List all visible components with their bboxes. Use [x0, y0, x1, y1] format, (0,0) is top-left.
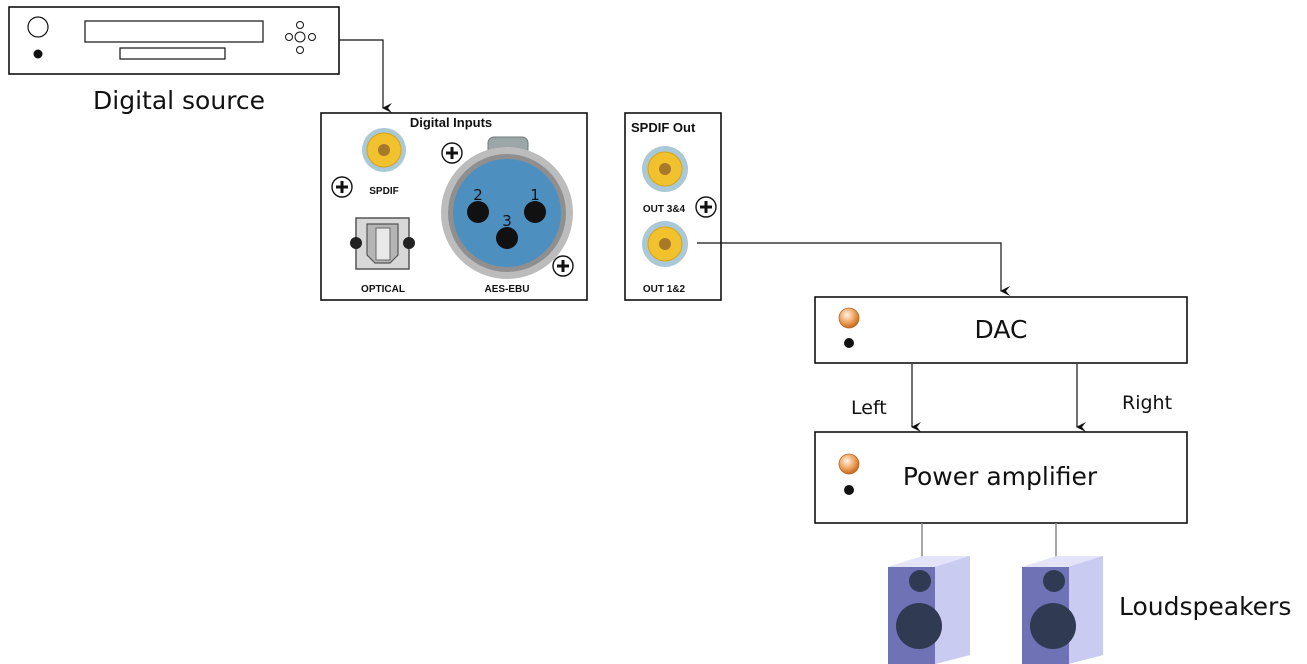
amplifier-label: Power amplifier: [903, 462, 1098, 491]
screw-icon: [552, 255, 574, 277]
power-amplifier-device: Power amplifier: [814, 431, 1188, 524]
left-channel-label: Left: [851, 397, 887, 419]
out-3-4-rca-connector: [642, 146, 688, 192]
out-1-2-label: OUT 1&2: [643, 284, 686, 295]
source-to-inputs-arrow: [339, 39, 392, 113]
dac-indicator-icon: [844, 338, 854, 348]
amplifier-indicator-icon: [844, 485, 854, 495]
inputs-panel-title: Digital Inputs: [410, 115, 492, 130]
spdif-label: SPDIF: [369, 186, 398, 197]
dac-chassis: [814, 296, 1188, 364]
xlr-pin-3-label: 3: [502, 212, 512, 230]
out-1-2-rca-connector: [642, 221, 688, 267]
spdif-out-title: SPDIF Out: [631, 120, 696, 135]
spdif-out-to-dac-arrow: [697, 242, 1010, 296]
disc-slot: [119, 47, 226, 60]
optical-label: OPTICAL: [361, 284, 405, 295]
optical-toslink-connector: [350, 217, 415, 270]
xlr-pin-1-label: 1: [530, 186, 540, 204]
indicator-dot-icon: [33, 49, 43, 59]
screw-icon: [331, 176, 353, 198]
screw-icon: [441, 142, 463, 164]
navigation-buttons-icon: [285, 21, 316, 54]
out-3-4-label: OUT 3&4: [643, 204, 686, 215]
right-speaker-icon: [1022, 556, 1103, 664]
amplifier-led-icon: [838, 453, 860, 475]
aes-ebu-xlr-connector: 2 1 3: [441, 136, 573, 279]
dac-led-icon: [838, 307, 860, 329]
screw-icon: [695, 196, 717, 218]
spdif-out-panel: SPDIF Out OUT 3&4 OUT 1&2: [624, 112, 722, 301]
amplifier-chassis: [814, 431, 1188, 524]
loudspeakers-label: Loudspeakers: [1119, 592, 1291, 621]
dac-label: DAC: [975, 315, 1028, 344]
display-window: [84, 20, 264, 43]
dac-device: DAC: [814, 296, 1188, 364]
left-speaker-icon: [888, 556, 970, 664]
spdif-rca-connector: [362, 128, 406, 172]
power-button-icon: [27, 16, 49, 38]
xlr-pin-2-label: 2: [473, 186, 483, 204]
aes-ebu-label: AES-EBU: [484, 284, 529, 295]
digital-source-device: [8, 6, 340, 75]
digital-inputs-panel: Digital Inputs SPDIF OPTIC: [320, 112, 588, 301]
digital-source-label: Digital source: [93, 86, 265, 115]
right-channel-label: Right: [1122, 392, 1172, 414]
